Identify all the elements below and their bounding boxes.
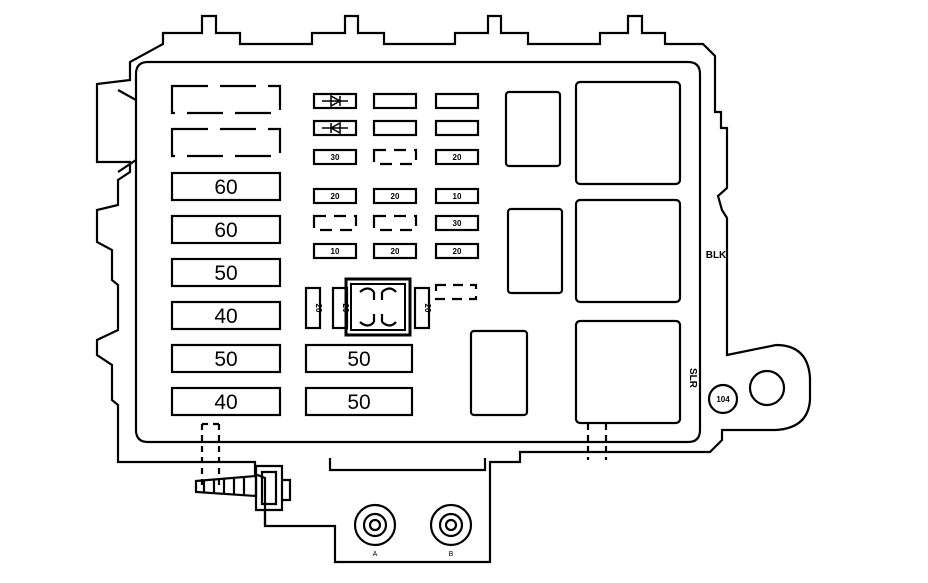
mini-fuse-r4-1-label: 20 xyxy=(331,192,340,201)
mini-fuse-r3-3 xyxy=(434,148,480,166)
relay-small-2 xyxy=(506,207,564,295)
mini-fuse-r5-1 xyxy=(312,214,358,232)
relay-large-2 xyxy=(574,198,682,304)
relay-large-3 xyxy=(574,319,682,425)
stud-a-inner xyxy=(362,512,388,538)
blk-label: BLK xyxy=(706,250,727,261)
housing-inner-rim xyxy=(134,60,702,444)
bolt-head xyxy=(254,464,284,512)
maxi-fuse-3-label: 50 xyxy=(214,262,237,285)
center-relay-inner xyxy=(350,283,406,331)
maxi-fuse-1-label: 60 xyxy=(214,176,237,199)
connector-guide-left xyxy=(200,422,221,488)
stud-a-core xyxy=(368,518,382,532)
mini-fuse-r6-1 xyxy=(312,242,358,260)
maxi-fuse-7-label: 50 xyxy=(347,348,370,371)
mini-fuse-slot xyxy=(372,92,418,110)
mini-fuse-r6-3-label: 20 xyxy=(453,247,462,256)
center-relay xyxy=(344,277,412,337)
stud-b xyxy=(429,503,473,547)
empty-fuse-slot xyxy=(170,127,282,158)
mini-fuse-r3-1 xyxy=(312,148,358,166)
mini-fuse-r6-3 xyxy=(434,242,480,260)
mini-fuse-slot xyxy=(372,119,418,137)
mounting-hole xyxy=(748,369,786,407)
maxi-fuse-5 xyxy=(170,343,282,374)
maxi-fuse-2-label: 60 xyxy=(214,219,237,242)
diode-symbols xyxy=(322,94,348,135)
empty-fuse-slot xyxy=(170,84,282,115)
fuse-labels: 60 60 50 40 50 40 50 50 30 20 20 20 10 3… xyxy=(214,153,730,558)
vertical-fuse-2-label: 20 xyxy=(341,304,350,313)
vertical-fuse-1 xyxy=(304,286,322,330)
mini-fuse-r4-2-label: 20 xyxy=(391,192,400,201)
vertical-fuse-3 xyxy=(413,286,431,330)
relay-small-3 xyxy=(469,329,529,417)
mini-fuse-r6-2 xyxy=(372,242,418,260)
mini-fuse-r6-2-label: 20 xyxy=(391,247,400,256)
mini-fuse-r4-3-label: 10 xyxy=(453,192,462,201)
maxi-fuse-6-label: 40 xyxy=(214,391,237,414)
bolt-bracket xyxy=(263,478,292,526)
bolt-shaft xyxy=(194,474,258,498)
connector-guide-right xyxy=(586,424,608,460)
bottom-step xyxy=(328,458,487,472)
maxi-fuse-6 xyxy=(170,386,282,417)
mini-fuse-r5-3 xyxy=(434,214,480,232)
relay-large-1 xyxy=(574,80,682,186)
mini-fuse-r3-2 xyxy=(372,148,418,166)
mini-fuse-r4-1 xyxy=(312,187,358,205)
diode-slot xyxy=(312,119,358,137)
mini-fuse-r5-2 xyxy=(372,214,418,232)
mini-fuse-r3-1-label: 30 xyxy=(331,153,340,162)
maxi-fuse-4-label: 40 xyxy=(214,305,237,328)
left-flange xyxy=(117,89,137,173)
maxi-fuse-7 xyxy=(304,343,414,374)
slr-label: SLR xyxy=(687,368,698,389)
diode-slot xyxy=(312,92,358,110)
mini-fuse-r6-1-label: 10 xyxy=(331,247,340,256)
maxi-fuse-1 xyxy=(170,171,282,202)
stud-a-label: A xyxy=(373,551,378,558)
maxi-fuse-8-label: 50 xyxy=(347,391,370,414)
empty-mini-slot xyxy=(434,283,478,301)
stud-b-core xyxy=(444,518,458,532)
terminal-number: 104 xyxy=(716,395,730,404)
mini-fuse-r5-3-label: 30 xyxy=(453,219,462,228)
maxi-fuse-5-label: 50 xyxy=(214,348,237,371)
relay-small-1 xyxy=(504,90,562,168)
mini-fuse-r4-2 xyxy=(372,187,418,205)
stud-b-label: B xyxy=(449,551,454,558)
maxi-fuse-3 xyxy=(170,257,282,288)
mini-fuse-slot xyxy=(434,92,480,110)
stud-b-inner xyxy=(438,512,464,538)
mini-fuse-slot xyxy=(434,119,480,137)
stud-a xyxy=(353,503,397,547)
maxi-fuse-4 xyxy=(170,300,282,331)
center-relay-contacts xyxy=(359,287,397,327)
terminal-circle xyxy=(707,383,739,415)
vertical-fuse-3-label: 20 xyxy=(423,304,432,313)
housing-outline xyxy=(95,14,812,564)
mini-fuse-r4-3 xyxy=(434,187,480,205)
maxi-fuse-2 xyxy=(170,214,282,245)
vertical-fuse-1-label: 20 xyxy=(314,304,323,313)
maxi-fuse-8 xyxy=(304,386,414,417)
mini-fuse-r3-3-label: 20 xyxy=(453,153,462,162)
